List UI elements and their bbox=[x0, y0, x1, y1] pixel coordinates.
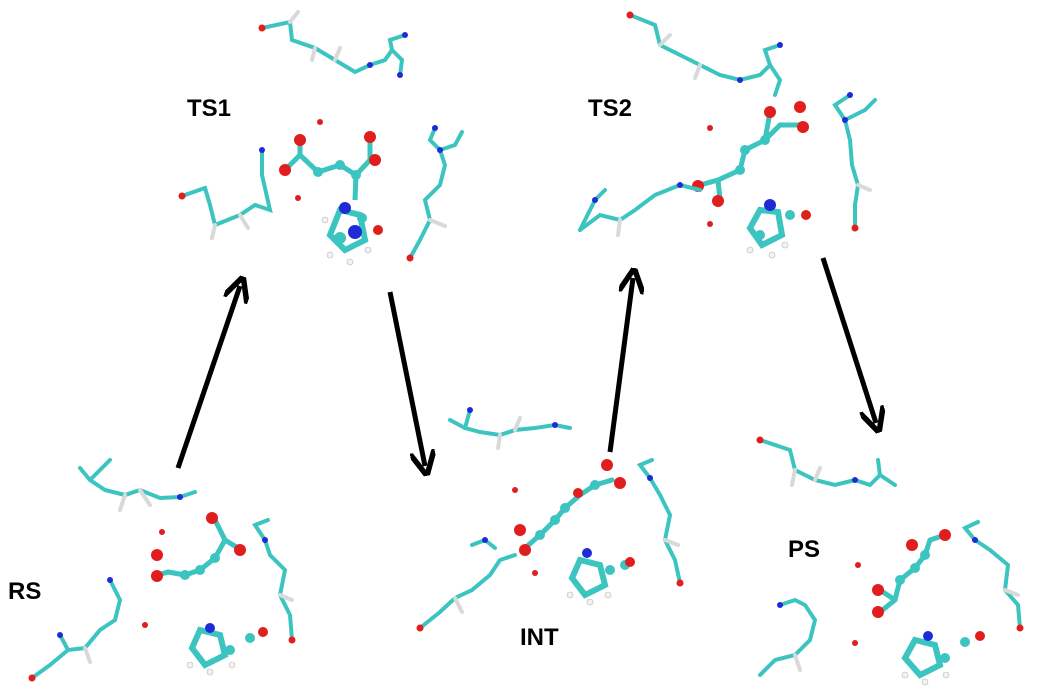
ts2-arginine-top bbox=[628, 13, 783, 97]
ts1-water-molecules bbox=[295, 119, 323, 201]
rs-label: RS bbox=[8, 578, 42, 605]
rs-arginine-right bbox=[251, 518, 294, 642]
ps-lysine-left bbox=[758, 597, 818, 677]
rs-arginine-top bbox=[78, 458, 197, 512]
arrow-ts1-to-int bbox=[387, 291, 425, 466]
arrow-rs-to-ts1 bbox=[175, 286, 240, 469]
ts1-lysine-left bbox=[180, 148, 273, 240]
ts2-proline bbox=[746, 199, 811, 259]
int-proline bbox=[566, 548, 635, 606]
int-water-molecules bbox=[512, 487, 538, 576]
int-substrate bbox=[514, 459, 626, 556]
ts2-structure bbox=[578, 11, 877, 259]
rs-lysine-left bbox=[30, 578, 123, 680]
ps-water-molecules bbox=[852, 562, 861, 646]
rs-structure bbox=[28, 458, 296, 682]
rs-proline bbox=[186, 623, 268, 676]
ts1-label: TS1 bbox=[187, 95, 232, 122]
int-arginine-right bbox=[636, 458, 682, 585]
ps-arginine-right bbox=[961, 520, 1022, 630]
ts1-proline bbox=[321, 202, 383, 266]
ts2-arginine-right bbox=[832, 93, 877, 230]
arrow-ts2-to-ps bbox=[820, 257, 876, 423]
int-lysine-left bbox=[418, 537, 517, 630]
int-structure bbox=[416, 407, 684, 632]
rs-substrate bbox=[151, 512, 246, 582]
ts1-substrate bbox=[279, 131, 381, 201]
ts1-arginine-top bbox=[260, 10, 407, 77]
rs-water-molecules bbox=[142, 529, 165, 628]
ts2-label: TS2 bbox=[588, 95, 633, 122]
ts2-water-molecules bbox=[707, 125, 713, 227]
ps-substrate bbox=[872, 529, 951, 618]
ps-label: PS bbox=[788, 536, 821, 563]
int-arginine-top bbox=[448, 408, 572, 450]
ps-structure bbox=[756, 436, 1024, 686]
ps-proline bbox=[901, 631, 985, 686]
ts2-lysine-left bbox=[578, 182, 702, 237]
int-label: INT bbox=[520, 624, 559, 651]
ts1-structure bbox=[178, 10, 464, 266]
arrow-int-to-ts2 bbox=[607, 278, 633, 453]
ps-arginine-top bbox=[758, 438, 897, 488]
ts1-arginine-right bbox=[408, 126, 464, 260]
ts2-substrate bbox=[692, 101, 809, 207]
